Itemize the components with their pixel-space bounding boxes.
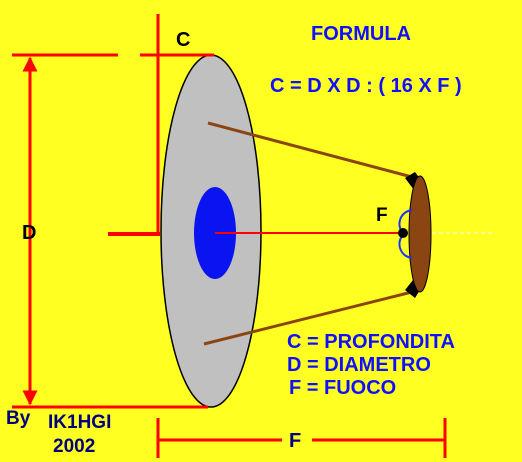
focus-arc-bottom [398,235,413,259]
credit-by: By [6,408,31,429]
formula-expression: C = D X D : ( 16 X F ) [270,75,462,97]
feed-horn [408,175,432,293]
legend-c: C = PROFONDITA [287,331,455,353]
legend-f: F = FUOCO [289,377,396,399]
support-arm-top [207,121,413,179]
credit-year: 2002 [53,436,95,457]
legend-d: D = DIAMETRO [287,354,431,376]
focus-point [398,228,408,238]
label-f-focus: F [376,205,388,226]
credit-author: IK1HGI [48,412,111,433]
label-c: C [176,29,190,51]
label-d: D [22,222,36,244]
label-f-bottom: F [289,430,301,452]
formula-title: FORMULA [311,23,411,45]
support-arm-bottom [203,290,413,346]
